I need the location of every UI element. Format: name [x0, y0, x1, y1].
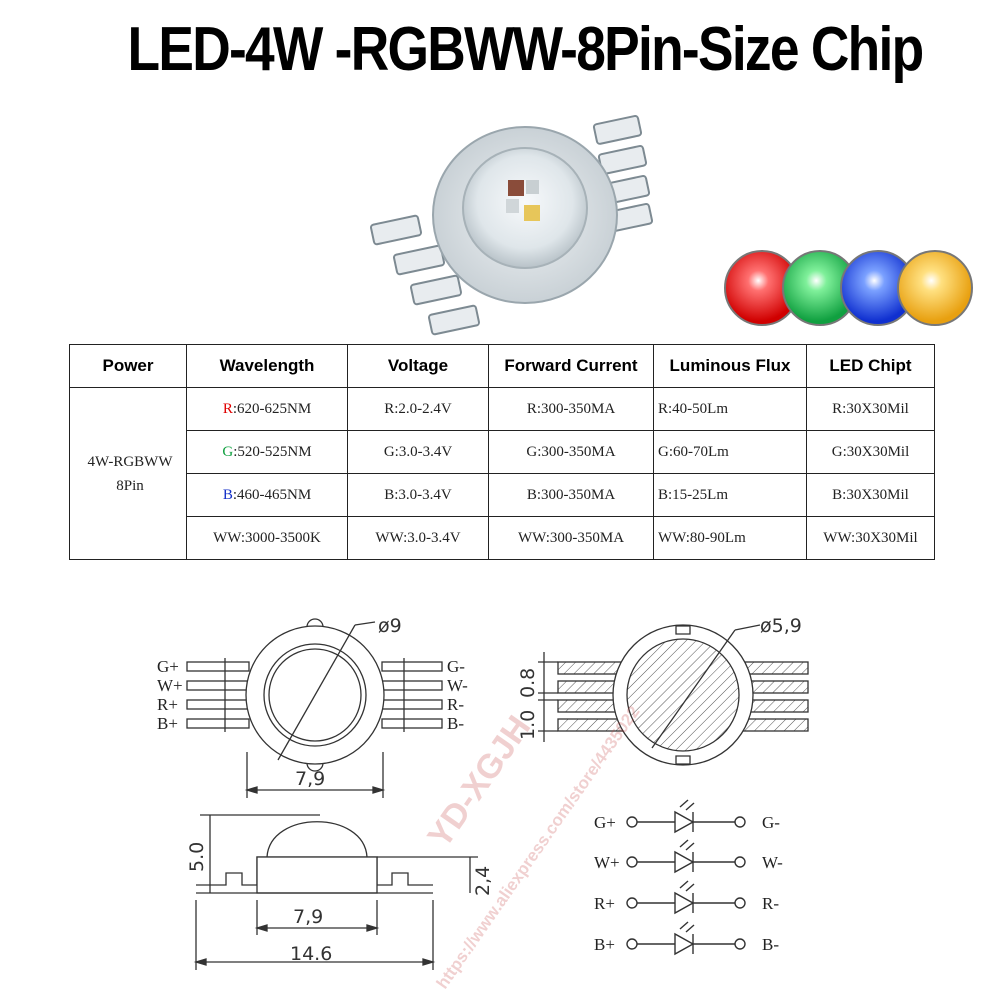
- top-view-drawing: [186, 618, 443, 798]
- watermark-brand: YD-XGJH: [420, 709, 538, 855]
- schem-right-3: R-: [762, 894, 779, 913]
- current-cell: R:300-350MA: [488, 387, 654, 431]
- chip-cell: WW:30X30Mil: [806, 516, 935, 560]
- chip-cell: G:30X30Mil: [806, 430, 935, 474]
- wavelength-cell: R:620-625NM: [186, 387, 348, 431]
- pin-right-1: G-: [447, 657, 465, 676]
- schem-right-4: B-: [762, 935, 779, 954]
- voltage-cell: R:2.0-2.4V: [347, 387, 489, 431]
- table-row: G:520-525NM G:3.0-3.4V G:300-350MA G:60-…: [70, 430, 935, 474]
- pitch-a-label: 0.8: [517, 668, 539, 698]
- schem-left-2: W+: [594, 853, 620, 872]
- power-line-1: 4W-RGBWW: [87, 453, 173, 470]
- pin-schematic: [626, 799, 746, 956]
- side-view-drawing: [193, 814, 478, 970]
- page-title: LED-4W -RGBWW-8Pin-Size Chip: [127, 15, 925, 84]
- voltage-cell: B:3.0-3.4V: [347, 473, 489, 517]
- wavelength-cell: G:520-525NM: [186, 430, 348, 474]
- schem-left-3: R+: [594, 894, 615, 913]
- current-cell: G:300-350MA: [488, 430, 654, 474]
- pin-left-4: B+: [157, 714, 178, 733]
- side-body-width-label: 7,9: [293, 906, 323, 928]
- bottom-view-drawing: [538, 624, 809, 766]
- table-row: WW:3000-3500K WW:3.0-3.4V WW:300-350MA W…: [70, 516, 935, 560]
- current-cell: WW:300-350MA: [488, 516, 654, 560]
- pin-left-1: G+: [157, 657, 179, 676]
- flux-cell: WW:80-90Lm: [653, 516, 807, 560]
- schem-right-2: W-: [762, 853, 783, 872]
- bottom-diameter-label: ø5,9: [760, 615, 802, 637]
- pin-right-3: R-: [447, 695, 464, 714]
- chip-cell: R:30X30Mil: [806, 387, 935, 431]
- wavelength-cell: WW:3000-3500K: [186, 516, 348, 560]
- side-total-width-label: 14.6: [290, 943, 332, 965]
- table-row: B:460-465NM B:3.0-3.4V B:300-350MA B:15-…: [70, 473, 935, 517]
- color-led-samples: [724, 250, 973, 326]
- col-forward-current: Forward Current: [488, 344, 654, 388]
- table-row: 4W-RGBWW 8Pin R:620-625NM R:2.0-2.4V R:30…: [69, 387, 935, 560]
- col-luminous-flux: Luminous Flux: [653, 344, 807, 388]
- warm-white-led: [897, 250, 973, 326]
- current-cell: B:300-350MA: [488, 473, 654, 517]
- schem-left-1: G+: [594, 813, 616, 832]
- voltage-cell: WW:3.0-3.4V: [347, 516, 489, 560]
- pin-left-3: R+: [157, 695, 178, 714]
- top-width-label: 7,9: [295, 768, 325, 790]
- pitch-b-label: 1.0: [517, 710, 539, 740]
- flux-cell: R:40-50Lm: [653, 387, 807, 431]
- chip-cell: B:30X30Mil: [806, 473, 935, 517]
- col-voltage: Voltage: [347, 344, 489, 388]
- flux-cell: B:15-25Lm: [653, 473, 807, 517]
- voltage-cell: G:3.0-3.4V: [347, 430, 489, 474]
- col-led-chip: LED Chipt: [806, 344, 935, 388]
- pin-left-2: W+: [157, 676, 183, 695]
- power-cell: 4W-RGBWW 8Pin: [69, 387, 187, 560]
- table-header-row: Power Wavelength Voltage Forward Current…: [69, 344, 935, 388]
- schem-right-1: G-: [762, 813, 780, 832]
- col-power: Power: [69, 344, 187, 388]
- led-photo: [370, 114, 654, 336]
- side-height-label: 5.0: [186, 842, 208, 872]
- pin-right-2: W-: [447, 676, 468, 695]
- spec-table: Power Wavelength Voltage Forward Current…: [69, 344, 935, 560]
- power-line-2: 8Pin: [116, 477, 144, 494]
- col-wavelength: Wavelength: [186, 344, 348, 388]
- top-diameter-label: ø9: [378, 615, 402, 637]
- schem-left-4: B+: [594, 935, 615, 954]
- wavelength-cell: B:460-465NM: [186, 473, 348, 517]
- flux-cell: G:60-70Lm: [653, 430, 807, 474]
- side-body-height-label: 2,4: [472, 866, 494, 896]
- pin-right-4: B-: [447, 714, 464, 733]
